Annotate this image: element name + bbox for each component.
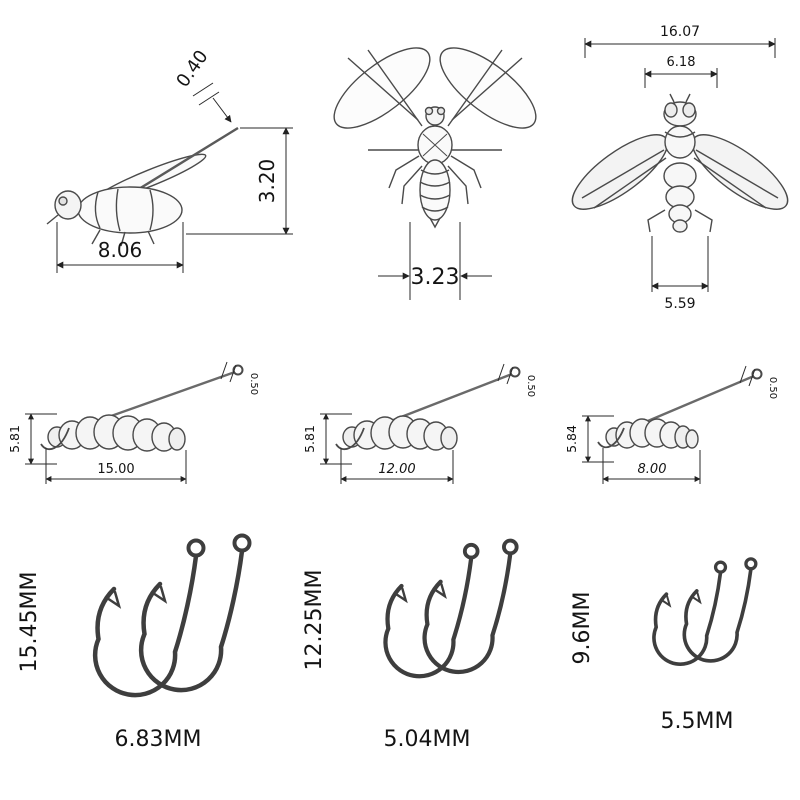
fish-hook (92, 538, 206, 698)
fish-hook (422, 538, 519, 675)
top-body-width-label: 3.23 (411, 265, 460, 290)
grub3-pin-label: 0.50 (767, 377, 778, 399)
dim-wingspan: 16.07 (584, 24, 776, 58)
grub2-pin-label: 0.50 (525, 375, 536, 397)
fly-back-illustration (571, 93, 789, 233)
grub-lure-small-figure: 5.84 0.50 8.00 (564, 365, 778, 484)
fish-hook (682, 557, 758, 663)
hooks1-gap-label: 6.83MM (115, 727, 202, 752)
tail-width-label: 5.59 (664, 296, 695, 312)
hooks-small-figure: 9.6MM 5.5MM (570, 557, 758, 734)
dim-grub3-height: 5.84 (564, 415, 614, 463)
fish-hook (383, 542, 480, 679)
dim-body-length: 8.06 (56, 222, 184, 273)
hooks3-gap-label: 5.5MM (661, 709, 734, 734)
dim-grub1-pin: 0.50 (220, 361, 259, 395)
dim-tail-width: 5.59 (651, 236, 709, 312)
hooks3-length-label: 9.6MM (570, 592, 595, 665)
grub-lure-large-figure: 5.81 0.50 15.00 (7, 361, 259, 484)
fly-top-view-figure: 3.23 (333, 47, 537, 300)
fly-side-view-figure: 0.40 8.06 3.20 (46, 46, 293, 273)
grub3-height-label: 5.84 (564, 425, 579, 453)
grub-lure-medium-figure: 5.81 0.50 12.00 (302, 363, 536, 484)
grub1-illustration (40, 364, 244, 452)
dim-wire-diameter: 0.40 (172, 46, 232, 123)
grub3-length-label: 8.00 (638, 462, 667, 477)
dim-head-width: 6.18 (644, 55, 718, 88)
dim-grub1-length: 15.00 (45, 448, 187, 484)
dim-top-body-width: 3.23 (378, 222, 492, 300)
grub1-length-label: 15.00 (97, 462, 134, 477)
body-height-label: 3.20 (255, 159, 279, 204)
fish-hook (652, 560, 728, 666)
grub2-height-label: 5.81 (302, 425, 317, 453)
hooks2-length-label: 12.25MM (302, 570, 327, 671)
dim-grub3-length: 8.00 (602, 448, 701, 484)
dim-grub1-height: 5.81 (7, 413, 57, 465)
fly-back-view-figure: 16.07 6.18 (571, 24, 789, 312)
grub1-height-label: 5.81 (7, 425, 22, 453)
fish-hooks-large-illustration (92, 533, 252, 698)
hooks-medium-figure: 12.25MM 5.04MM (302, 538, 519, 752)
fly-side-illustration (46, 126, 239, 247)
dim-grub2-length: 12.00 (340, 448, 454, 484)
fish-hooks-medium-illustration (383, 538, 519, 679)
wire-diameter-label: 0.40 (172, 46, 212, 91)
hooks2-gap-label: 5.04MM (384, 727, 471, 752)
grub1-pin-label: 0.50 (248, 373, 259, 395)
wingspan-label: 16.07 (660, 24, 700, 40)
dim-grub3-pin: 0.50 (739, 365, 778, 399)
body-length-label: 8.06 (98, 238, 143, 262)
grub2-illustration (335, 366, 521, 451)
fly-top-illustration (333, 47, 537, 229)
dim-grub2-pin: 0.50 (497, 363, 536, 397)
grub2-length-label: 12.00 (378, 462, 415, 477)
fish-hook (138, 533, 252, 693)
grub3-illustration (597, 368, 763, 449)
dim-body-height: 3.20 (186, 127, 293, 235)
head-width-label: 6.18 (667, 55, 696, 70)
dim-grub2-height: 5.81 (302, 413, 352, 465)
fish-hooks-small-illustration (652, 557, 758, 666)
hooks1-length-label: 15.45MM (17, 572, 42, 673)
hooks-large-figure: 15.45MM 6.83MM (17, 533, 252, 752)
